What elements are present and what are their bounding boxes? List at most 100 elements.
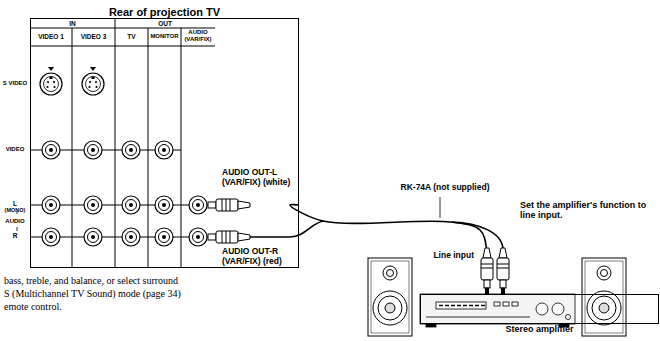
s-video-jack [46, 86, 48, 88]
s-video-jack [95, 81, 97, 83]
instruction-note: Set the amplifier's function to line inp… [520, 200, 652, 221]
s-video-jack [88, 86, 90, 88]
rca-jack [129, 235, 133, 239]
rca-jack [155, 196, 173, 214]
rca-jack [129, 148, 133, 152]
rca-jack [84, 141, 102, 159]
panel-grid [30, 18, 215, 268]
s-video-jack [89, 81, 91, 83]
rca-jack [84, 141, 102, 159]
s-video-jack [82, 67, 104, 95]
s-video-jack [53, 86, 55, 88]
rca-jack [155, 141, 173, 159]
amplifier-caption: Stereo amplifier [381, 324, 660, 334]
rca-jack [122, 141, 140, 159]
amplifier-display [439, 305, 443, 307]
amplifier-front [512, 302, 518, 306]
panel-grid [181, 28, 182, 268]
row-label: VIDEO [1, 146, 29, 153]
rca-jack [126, 200, 137, 211]
amplifier-front [426, 324, 436, 327]
tv-rear-panel: Rear of projection TV [30, 18, 299, 268]
amplifier-front [503, 302, 509, 306]
amp-plug [481, 268, 493, 269]
speaker [597, 266, 611, 280]
panel-grid [115, 18, 116, 268]
amplifier-display [463, 305, 467, 307]
amp-plug [481, 248, 493, 294]
column-header: MONITOR [148, 33, 181, 40]
rca-jack [122, 196, 140, 214]
body-text: emote control. [4, 301, 304, 313]
rca-jack [46, 200, 57, 211]
amp-plug [497, 264, 509, 265]
amp-plug [497, 248, 509, 294]
rca-jack [196, 203, 200, 207]
speaker [368, 258, 412, 336]
rca-jack [155, 196, 173, 214]
amplifier-display [475, 305, 479, 307]
rca-jack [155, 228, 173, 246]
speaker [385, 303, 395, 313]
rca-jack [42, 141, 60, 159]
rca-jack [88, 145, 99, 156]
rca-plug-white [208, 199, 250, 211]
s-video-jack [90, 67, 96, 71]
amplifier-display [445, 305, 449, 307]
panel-heading: Rear of projection TV [0, 6, 338, 18]
row-label: S VIDEO [1, 80, 29, 87]
rca-plug-red [238, 233, 250, 241]
rca-plug-white [208, 202, 216, 208]
speaker [582, 258, 626, 336]
rca-jack [42, 141, 60, 159]
amplifier-display [439, 305, 485, 306]
rca-jack [91, 235, 95, 239]
jack-bus [30, 150, 215, 237]
rca-jack [189, 196, 207, 214]
rca-jack [84, 196, 102, 214]
cable-wire [452, 222, 503, 250]
rca-plug-red [208, 231, 250, 243]
rca-jack [129, 203, 133, 207]
rca-jack [189, 196, 207, 214]
amplifier-display [451, 305, 455, 307]
rca-jack [84, 228, 102, 246]
rca-jack [49, 148, 53, 152]
s-video-jack [86, 77, 101, 92]
rca-plug-red [226, 231, 227, 243]
rca-jack [162, 148, 166, 152]
amplifier-front [420, 294, 575, 324]
rca-jack [42, 196, 60, 214]
speaker [368, 258, 412, 336]
rca-jack [162, 235, 166, 239]
rca-jack [91, 148, 95, 152]
s-video-jack [92, 77, 95, 80]
amp-plug [499, 248, 507, 258]
amp-plug [481, 258, 493, 280]
rca-jack [196, 235, 200, 239]
rca-jack [46, 232, 57, 243]
input-label: Line input [432, 251, 474, 261]
s-video-jack [40, 67, 62, 95]
rca-jack [155, 228, 173, 246]
rca-jack [126, 232, 137, 243]
amplifier-front [436, 302, 486, 309]
plug-label: AUDIO OUT-R (VAR/FIX) (red) [222, 247, 314, 267]
body-text: bass, treble, and balance, or select sur… [4, 275, 304, 287]
rca-jack [189, 228, 207, 246]
amplifier-display [457, 305, 461, 307]
amplifier-box: Stereo amplifier [420, 294, 659, 324]
s-video-jack [53, 81, 55, 83]
speaker [601, 270, 608, 277]
amp-plug [484, 280, 490, 288]
rca-plug-white [230, 199, 231, 211]
rca-jack [84, 228, 102, 246]
rca-jack [49, 203, 53, 207]
amp-plug [481, 264, 493, 265]
rca-plug-white [222, 199, 223, 211]
s-video-jack [47, 81, 49, 83]
speaker [592, 296, 616, 320]
cable-wire [250, 221, 503, 250]
amp-plug [500, 280, 506, 288]
